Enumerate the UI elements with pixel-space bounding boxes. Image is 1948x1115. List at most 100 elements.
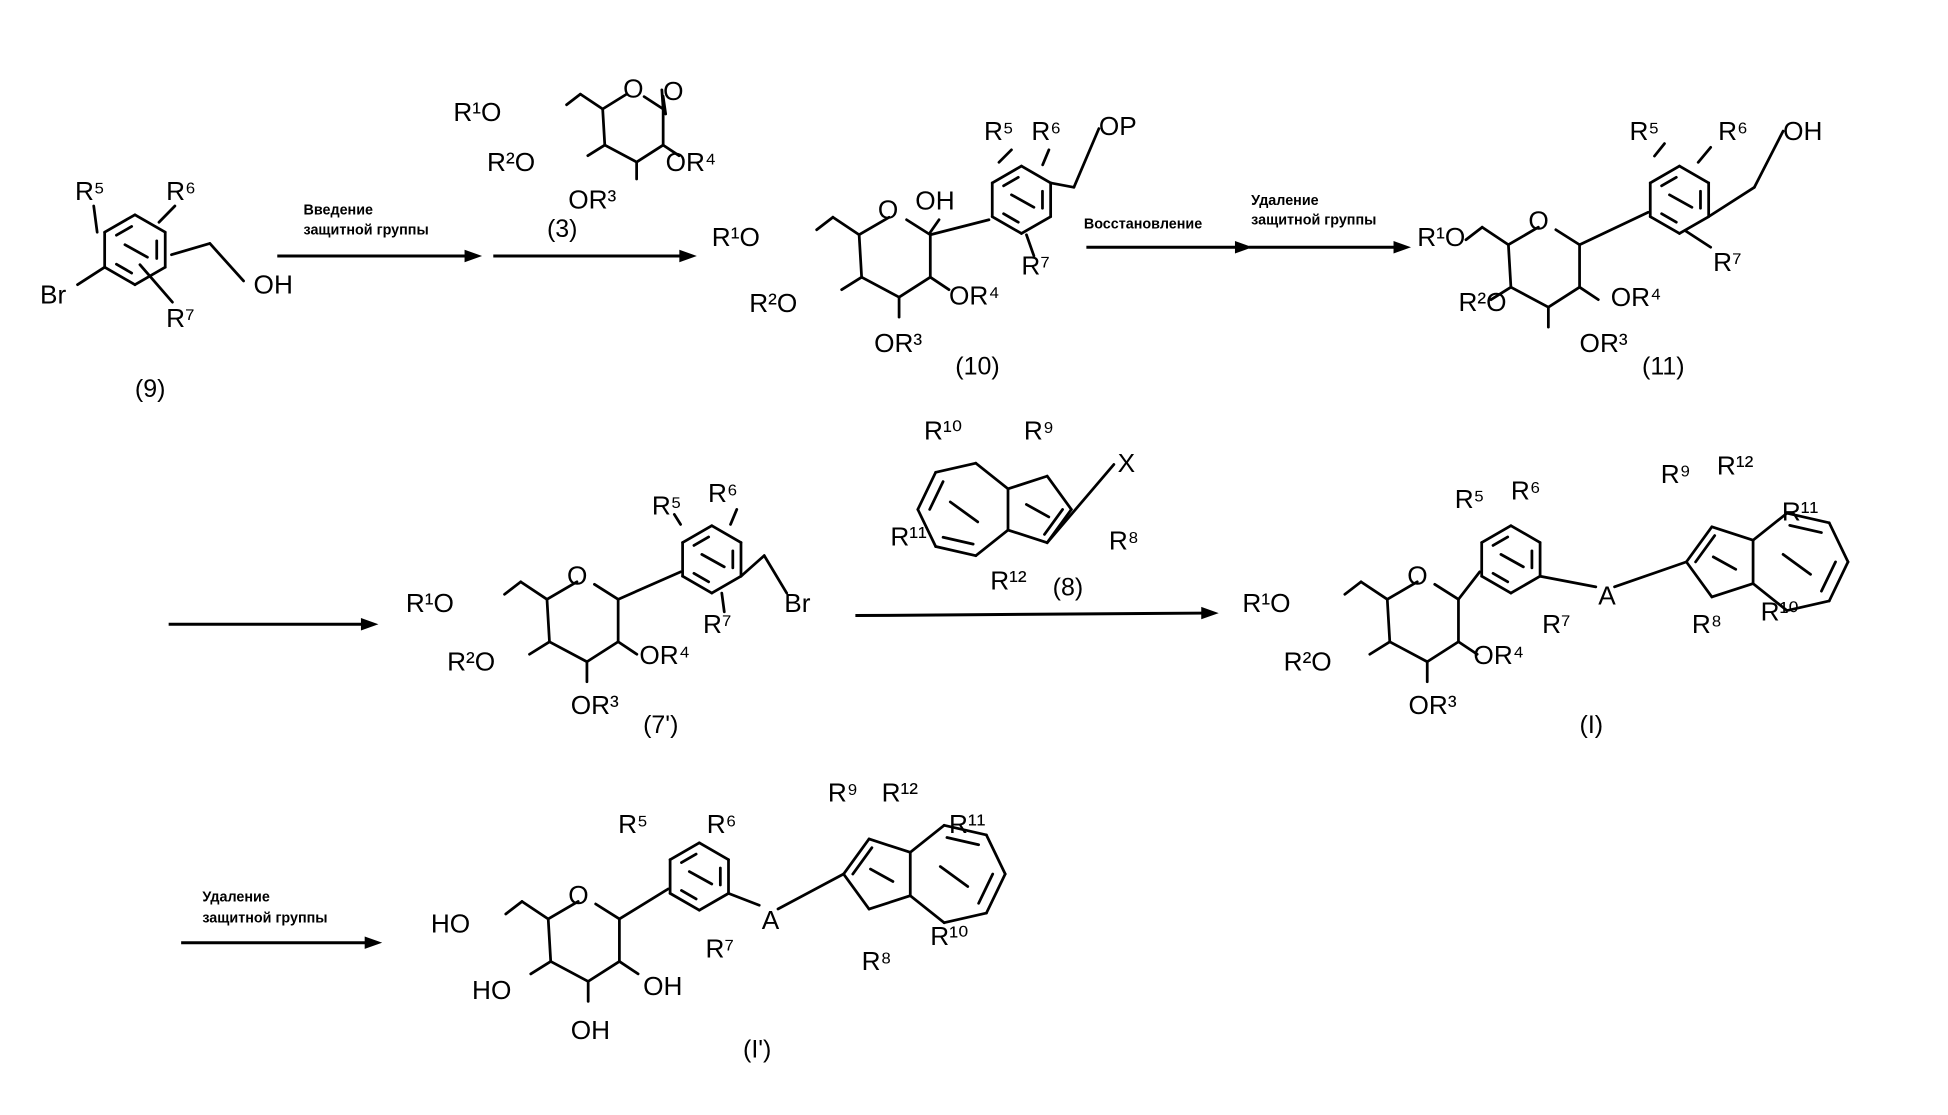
bond bbox=[531, 961, 551, 973]
double-bond bbox=[681, 854, 696, 862]
seven-ring-bond bbox=[936, 463, 976, 472]
benzene-ring-bond bbox=[699, 893, 728, 910]
bond bbox=[1345, 582, 1361, 594]
atom-or4: OR⁴ bbox=[1473, 640, 1524, 670]
substituent-bond bbox=[1783, 554, 1810, 574]
bond bbox=[999, 150, 1011, 162]
substituent-bond bbox=[1669, 195, 1691, 207]
benzene-ring-bond bbox=[1021, 166, 1050, 183]
five-ring-bond bbox=[844, 874, 869, 909]
double-bond bbox=[1662, 177, 1677, 185]
atom-r1o: R¹O bbox=[453, 97, 501, 127]
atom-br: Br bbox=[784, 588, 810, 618]
atom-r2o: R²O bbox=[749, 288, 797, 318]
compound-label: (10) bbox=[955, 353, 999, 381]
compound-label: (3) bbox=[547, 215, 578, 243]
ring-bond bbox=[1390, 642, 1427, 662]
ring-bond bbox=[907, 220, 931, 235]
benzene-ring-bond bbox=[1482, 526, 1511, 543]
bond bbox=[521, 582, 547, 599]
atom-r10: R¹⁰ bbox=[930, 921, 968, 951]
bond bbox=[1047, 464, 1114, 542]
ring-bond bbox=[588, 961, 619, 981]
atom-r5: R⁵ bbox=[1630, 116, 1660, 146]
atom-r2o: R²O bbox=[1458, 287, 1506, 317]
atom-r6: R⁶ bbox=[707, 809, 737, 839]
atom-oh: OH bbox=[1783, 116, 1822, 146]
double-bond bbox=[116, 226, 131, 235]
benzene-ring-bond bbox=[992, 166, 1021, 183]
double-bond bbox=[1493, 537, 1508, 545]
ring-bond bbox=[862, 277, 899, 297]
compound-label: (I') bbox=[743, 1036, 771, 1064]
atom-or3: OR³ bbox=[1409, 690, 1457, 720]
arrowhead bbox=[465, 250, 482, 262]
substituent-bond bbox=[1501, 554, 1523, 566]
ring-bond bbox=[1556, 230, 1580, 245]
atom-r2o: R²O bbox=[487, 147, 535, 177]
atom-r11: R¹¹ bbox=[1782, 497, 1819, 527]
bond bbox=[1615, 562, 1687, 587]
seven-ring-bond bbox=[976, 530, 1008, 556]
bond bbox=[506, 901, 522, 913]
atom-r5: R⁵ bbox=[618, 809, 648, 839]
atom-or3: OR³ bbox=[874, 328, 922, 358]
benzene-ring-bond bbox=[105, 267, 135, 284]
bond bbox=[1074, 129, 1099, 188]
arrowhead bbox=[361, 618, 378, 630]
seven-ring-bond bbox=[986, 835, 1005, 874]
bond bbox=[842, 277, 862, 289]
benzene-ring-bond bbox=[683, 576, 712, 593]
bond bbox=[159, 206, 175, 222]
condition-deprotect1-line2: защитной группы bbox=[1251, 213, 1376, 229]
atom-a: A bbox=[762, 905, 780, 935]
substituent-bond bbox=[870, 869, 892, 881]
bond bbox=[171, 243, 209, 254]
bond bbox=[618, 572, 680, 599]
bond bbox=[618, 642, 637, 654]
atom-ho6: HO bbox=[431, 909, 470, 939]
benzene-ring-bond bbox=[1511, 576, 1540, 593]
atom-oh2: OH bbox=[643, 971, 682, 1001]
bond bbox=[588, 145, 605, 156]
atom-r7: R⁷ bbox=[1713, 247, 1741, 277]
bond bbox=[1043, 150, 1049, 165]
atom-r1o: R¹O bbox=[1242, 588, 1290, 618]
double-bond bbox=[694, 537, 709, 545]
compound-label: (11) bbox=[1642, 353, 1685, 381]
bond bbox=[1370, 642, 1390, 654]
seven-ring-bond bbox=[910, 896, 944, 923]
bond bbox=[567, 94, 581, 105]
benzene-ring-bond bbox=[1511, 526, 1540, 543]
bond bbox=[580, 94, 602, 109]
ring-bond bbox=[859, 235, 861, 277]
five-ring-bond bbox=[1008, 476, 1047, 489]
substituent-bond bbox=[950, 502, 977, 522]
ring-bond bbox=[548, 919, 550, 961]
substituent-bond bbox=[1713, 557, 1735, 569]
condition-deprotect1-line1: Удаление bbox=[1251, 193, 1318, 209]
bond bbox=[619, 961, 638, 973]
condition-protect-line2: защитной группы bbox=[304, 223, 429, 239]
compound-7-prime: R¹O O R⁵ R⁶ Br R⁷ R²O OR⁴ OR³ (7') bbox=[406, 478, 811, 739]
atom-x: X bbox=[1118, 448, 1136, 478]
benzene-ring-bond bbox=[1679, 217, 1708, 234]
benzene-ring-bond bbox=[1650, 166, 1679, 183]
atom-oh: OH bbox=[254, 269, 293, 299]
ring-bond bbox=[594, 584, 618, 599]
atom-r2o: R²O bbox=[1284, 646, 1332, 676]
ring-bond bbox=[1508, 245, 1510, 287]
ring-bond bbox=[637, 145, 664, 162]
compound-label: (9) bbox=[135, 375, 166, 403]
benzene-ring-bond bbox=[670, 843, 699, 860]
bond bbox=[930, 277, 949, 289]
benzene-ring-bond bbox=[1021, 217, 1050, 234]
seven-ring-bond bbox=[1829, 523, 1848, 562]
bond bbox=[1709, 187, 1755, 216]
atom-r8: R⁸ bbox=[1109, 525, 1139, 555]
atom-or3: OR³ bbox=[571, 690, 619, 720]
atom-ring-o: O bbox=[878, 195, 898, 225]
atom-r12: R¹² bbox=[882, 778, 919, 808]
five-ring-bond bbox=[869, 896, 910, 909]
